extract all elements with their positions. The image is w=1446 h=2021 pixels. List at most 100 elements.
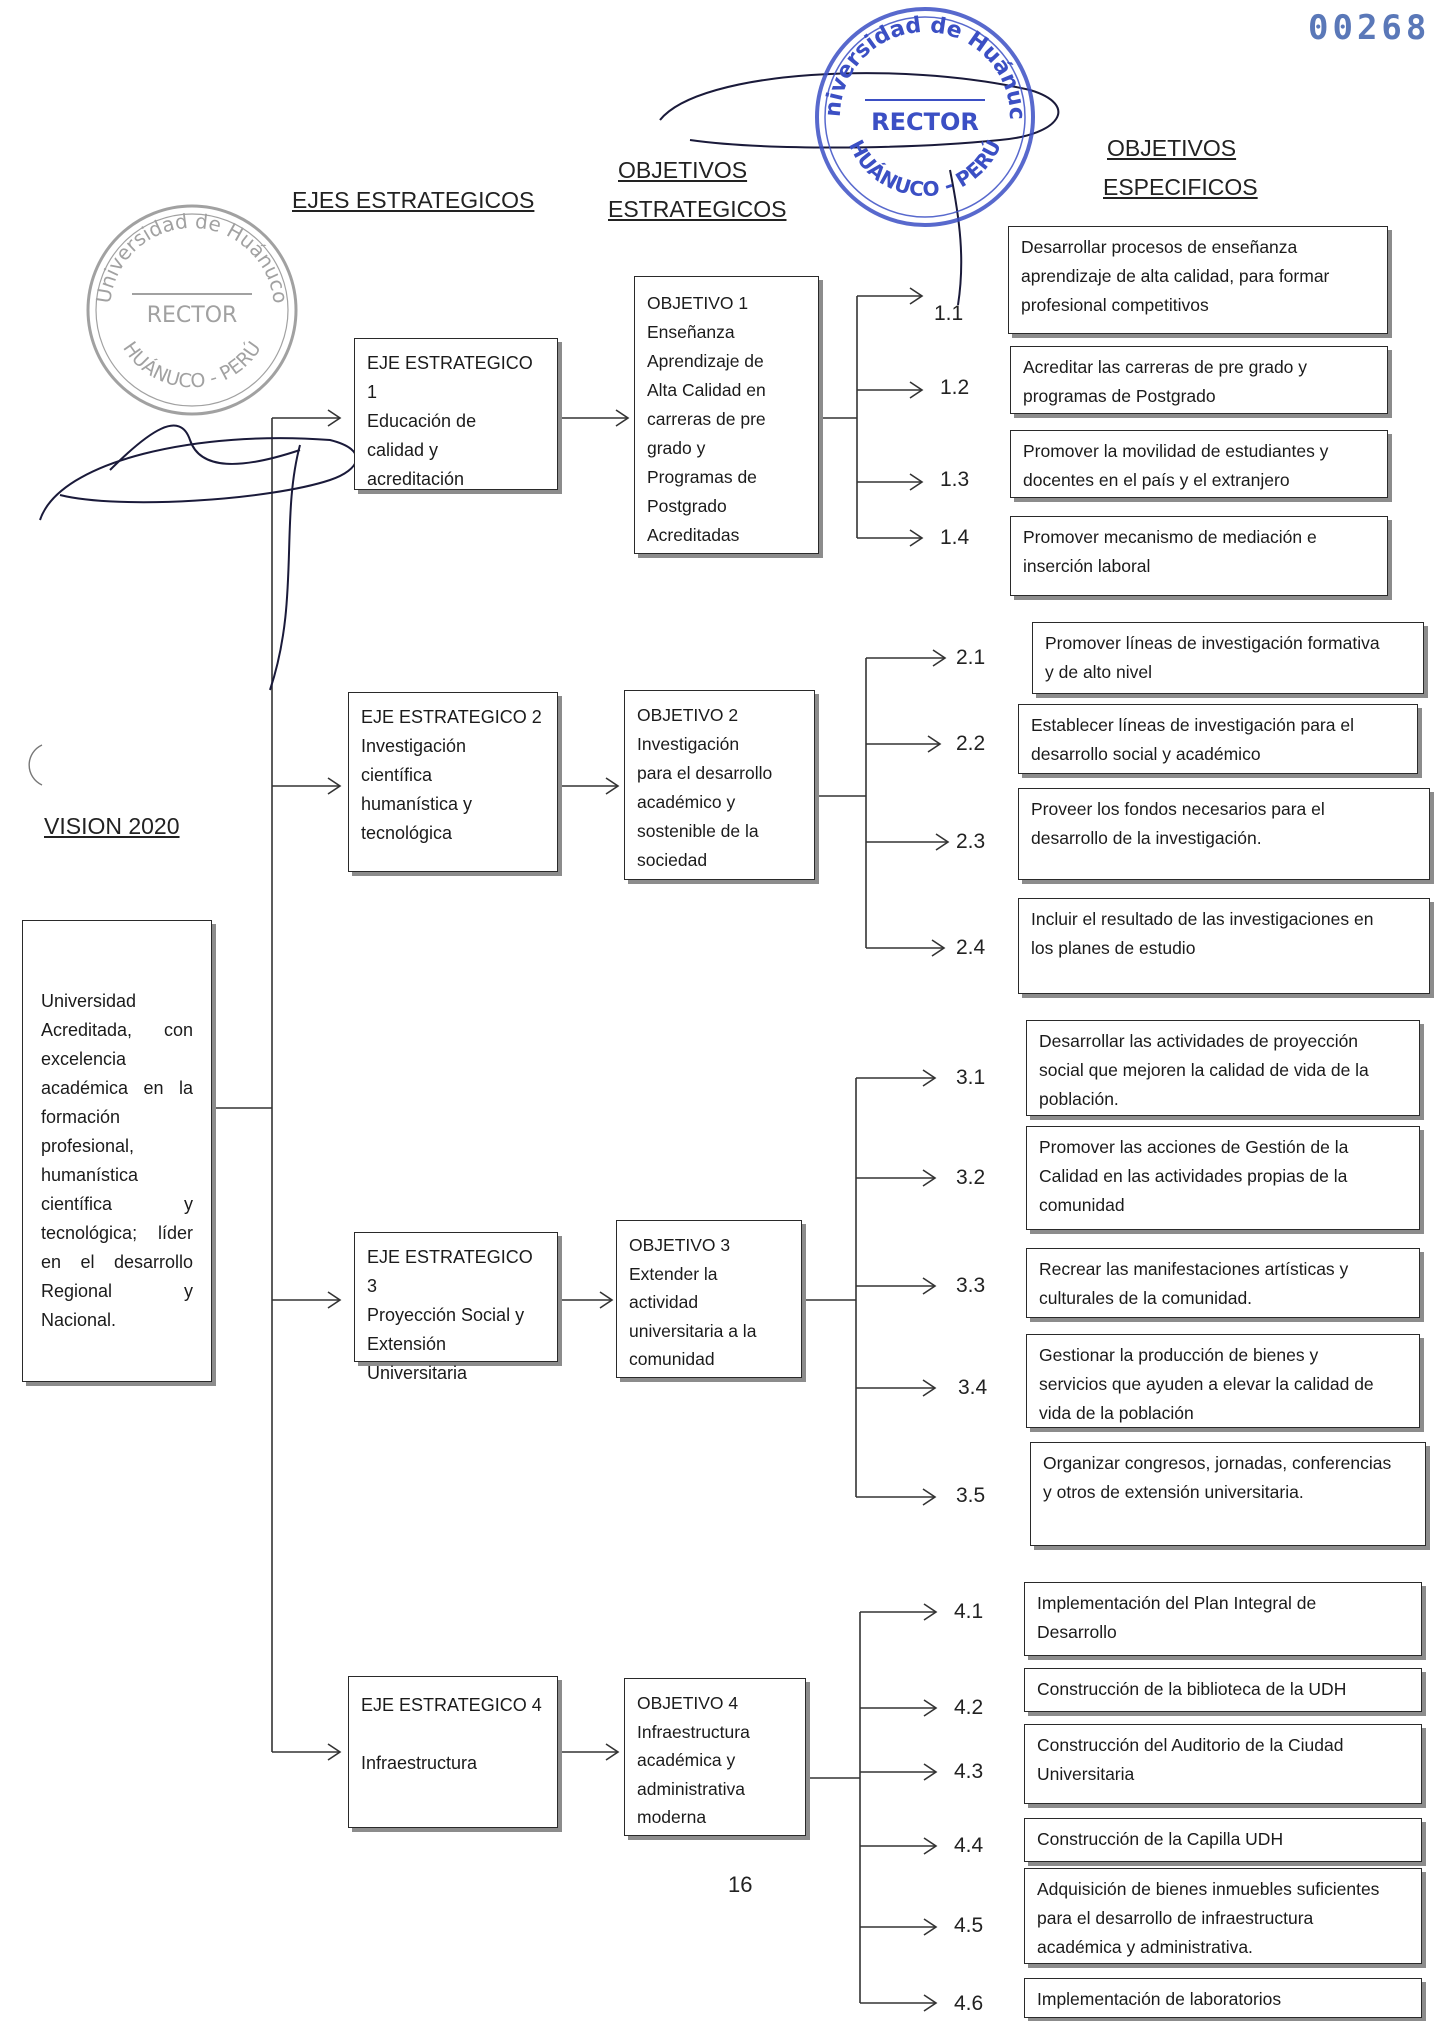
objetivo-especifico-number: 2.4 [956, 936, 986, 959]
box-line: universitaria a la [629, 1320, 757, 1341]
header-line: OBJETIVOS [618, 157, 748, 183]
box-line: sociedad [637, 850, 708, 870]
box-line: Promover mecanismo de mediación e [1023, 527, 1317, 547]
box-line: para el desarrollo de infraestructura [1037, 1908, 1314, 1928]
svg-text:Universidad de Huánuco: Universidad de Huánuco [91, 209, 293, 305]
objetivo-especifico-number: 1.4 [940, 526, 970, 549]
box-line: docentes en el país y el extranjero [1023, 470, 1290, 490]
box-line: comunidad [1039, 1195, 1125, 1215]
box-line: servicios que ayuden a elevar la calidad… [1039, 1374, 1374, 1394]
box-line: Proyección Social y [367, 1305, 525, 1325]
box-line: Programas de [647, 467, 757, 487]
objetivo-especifico-box: Organizar congresos, jornadas, conferenc… [1030, 1442, 1426, 1546]
box-line: Aprendizaje de [647, 351, 764, 371]
objetivo-especifico-number: 4.3 [954, 1760, 984, 1783]
box-line: OBJETIVO 3 [629, 1235, 731, 1255]
objetivo-especifico-box: Recrear las manifestaciones artísticas y… [1026, 1248, 1420, 1318]
eje-box-4: EJE ESTRATEGICO 4 Infraestructura [348, 1676, 558, 1828]
box-line: Universitaria [367, 1363, 468, 1383]
rector-stamp-top: Universidad de Huánuco HUÁNUCO - PERÚ RE… [801, 0, 1040, 232]
box-line: Implementación del Plan Integral de [1037, 1593, 1317, 1613]
box-line: Acreditadas [647, 525, 740, 545]
box-line: Gestionar la producción de bienes y [1039, 1345, 1319, 1365]
box-line: y otros de extensión universitaria. [1043, 1482, 1304, 1502]
box-line: académico y [637, 792, 736, 812]
objetivo-especifico-box: Implementación de laboratorios [1024, 1978, 1422, 2018]
box-line: científica [361, 765, 433, 785]
box-line: los planes de estudio [1031, 938, 1196, 958]
box-line: Construcción de la biblioteca de la UDH [1037, 1679, 1347, 1699]
box-line: Calidad en las actividades propias de la [1039, 1166, 1348, 1186]
box-line: grado y [647, 438, 706, 458]
objetivo-especifico-number: 3.5 [956, 1484, 986, 1507]
objetivo-especifico-box: Desarrollar las actividades de proyecció… [1026, 1020, 1420, 1116]
objetivo-especifico-number: 3.2 [956, 1166, 986, 1189]
box-line: Investigación [361, 736, 467, 756]
objetivo-especifico-box: Incluir el resultado de las investigacio… [1018, 898, 1430, 994]
header-line: OBJETIVOS [1107, 135, 1237, 161]
objetivo-especifico-number: 3.3 [956, 1274, 986, 1297]
box-line: acreditación [367, 469, 465, 489]
box-line: Organizar congresos, jornadas, conferenc… [1043, 1453, 1392, 1473]
box-line: Incluir el resultado de las investigacio… [1031, 909, 1374, 929]
objetivo-especifico-number: 1.1 [934, 302, 964, 325]
box-line: Proveer los fondos necesarios para el [1031, 799, 1325, 819]
box-line: OBJETIVO 1 [647, 293, 749, 313]
box-line: Desarrollar las actividades de proyecció… [1039, 1031, 1359, 1051]
rector-stamp-left: Universidad de Huánuco HUÁNUCO - PERÚ RE… [82, 200, 302, 420]
box-line: programas de Postgrado [1023, 386, 1216, 406]
box-line: Acreditar las carreras de pre grado y [1023, 357, 1308, 377]
header-ejes: EJES ESTRATEGICOS [292, 187, 535, 213]
box-line: Promover la movilidad de estudiantes y [1023, 441, 1329, 461]
box-line: Adquisición de bienes inmuebles suficien… [1037, 1879, 1380, 1899]
header-line: ESPECIFICOS [1103, 174, 1258, 200]
box-line: Infraestructura [361, 1753, 478, 1773]
svg-text:Universidad de Huánuco: Universidad de Huánuco [810, 2, 1029, 120]
box-line: OBJETIVO 4 [637, 1693, 739, 1713]
objetivo-especifico-box: Establecer líneas de investigación para … [1018, 704, 1418, 774]
box-line: Enseñanza [647, 322, 735, 342]
svg-text:HUÁNUCO - PERÚ: HUÁNUCO - PERÚ [844, 136, 1006, 202]
box-line: vida de la población [1039, 1403, 1194, 1423]
box-line: Alta Calidad en [647, 380, 766, 400]
objetivo-especifico-box: Promover la movilidad de estudiantes y do… [1010, 430, 1388, 498]
box-line: Desarrollar procesos de enseñanza [1021, 237, 1298, 257]
box-line: Universitaria [1037, 1764, 1135, 1784]
box-line: humanística y [361, 794, 473, 814]
objetivo-especifico-number: 3.4 [958, 1376, 988, 1399]
objetivo-especifico-number: 4.1 [954, 1600, 984, 1623]
box-line: comunidad [629, 1349, 715, 1369]
objetivo-especifico-number: 3.1 [956, 1066, 986, 1089]
box-line: OBJETIVO 2 [637, 705, 739, 725]
box-line: Implementación de laboratorios [1037, 1989, 1282, 2009]
objetivo-especifico-number: 4.5 [954, 1914, 984, 1937]
objetivo-especifico-number: 1.3 [940, 468, 970, 491]
objetivo-especifico-number: 1.2 [940, 376, 970, 399]
box-line: Postgrado [647, 496, 727, 516]
objetivo-especifico-number: 2.2 [956, 732, 986, 755]
objetivo-especifico-box: Promover mecanismo de mediación e inserci… [1010, 516, 1388, 596]
box-line: Desarrollo [1037, 1622, 1117, 1642]
objetivo-especifico-number: 4.4 [954, 1834, 984, 1857]
box-line: inserción laboral [1023, 556, 1151, 576]
box-line: desarrollo social y académico [1031, 744, 1261, 764]
box-line: Extender la [629, 1263, 718, 1284]
box-line: tecnológica [361, 823, 453, 843]
svg-text:RECTOR: RECTOR [871, 108, 979, 136]
box-line: calidad y [367, 440, 439, 460]
box-line: Investigación [637, 734, 740, 754]
box-line: EJE ESTRATEGICO 4 [361, 1695, 542, 1715]
box-line: aprendizaje de alta calidad, para formar [1021, 266, 1330, 286]
box-line: académica y administrativa. [1037, 1937, 1253, 1957]
objetivo-especifico-box: Gestionar la producción de bienes y servi… [1026, 1334, 1420, 1428]
svg-text:RECTOR: RECTOR [147, 303, 238, 328]
objetivo-especifico-number: 2.1 [956, 646, 986, 669]
box-line: desarrollo de la investigación. [1031, 828, 1262, 848]
